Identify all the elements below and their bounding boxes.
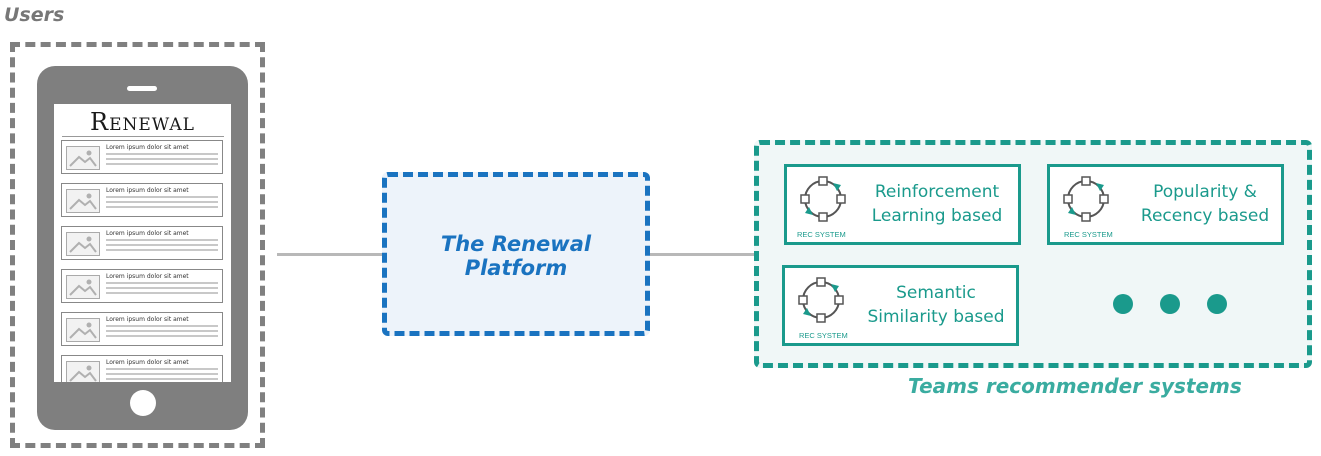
users-group-title: Users xyxy=(4,4,65,26)
image-placeholder-icon xyxy=(66,189,100,213)
rec-system-label: Popularity & Recency based xyxy=(1130,180,1280,228)
article-title: Lorem ipsum dolor sit amet xyxy=(106,359,189,366)
text-line xyxy=(106,325,218,327)
rec-system-label: Semantic Similarity based xyxy=(855,281,1017,329)
rec-system-caption: REC SYSTEM xyxy=(1064,230,1113,239)
platform-title-line2: Platform xyxy=(464,256,568,280)
phone-home-button xyxy=(130,390,156,416)
renewal-logo: Renewal xyxy=(54,108,231,136)
article-item[interactable]: Lorem ipsum dolor sit amet xyxy=(61,226,223,260)
image-placeholder-icon xyxy=(66,275,100,299)
ellipsis-dot xyxy=(1207,294,1227,314)
text-line xyxy=(106,292,218,294)
image-placeholder-icon xyxy=(66,146,100,170)
article-title: Lorem ipsum dolor sit amet xyxy=(106,230,189,237)
article-text-lines xyxy=(106,282,218,297)
text-line xyxy=(106,282,218,284)
article-text-lines xyxy=(106,325,218,340)
article-title: Lorem ipsum dolor sit amet xyxy=(106,187,189,194)
article-item[interactable]: Lorem ipsum dolor sit amet xyxy=(61,140,223,174)
rec-system-label-line2: Learning based xyxy=(871,206,1003,226)
article-item[interactable]: Lorem ipsum dolor sit amet xyxy=(61,355,223,382)
rec-system-card-popularity: REC SYSTEM Popularity & Recency based xyxy=(1047,164,1284,245)
rec-system-label-line1: Semantic xyxy=(896,283,976,303)
article-text-lines xyxy=(106,368,218,382)
renewal-logo-text: Renewal xyxy=(90,108,195,136)
text-line xyxy=(106,239,218,241)
renewal-platform-box xyxy=(382,172,650,336)
connector-users-platform xyxy=(277,253,383,256)
rec-system-caption: REC SYSTEM xyxy=(797,230,846,239)
rec-system-card-reinforcement: REC SYSTEM Reinforcement Learning based xyxy=(784,164,1021,245)
rec-system-label-line2: Recency based xyxy=(1140,206,1270,226)
text-line xyxy=(106,158,218,160)
rec-system-card-semantic: REC SYSTEM Semantic Similarity based xyxy=(782,265,1019,346)
text-line xyxy=(106,201,218,203)
text-line xyxy=(106,153,218,155)
cycle-arrows-icon xyxy=(800,176,846,222)
ellipsis-dot xyxy=(1160,294,1180,314)
article-item[interactable]: Lorem ipsum dolor sit amet xyxy=(61,312,223,346)
text-line xyxy=(106,287,218,289)
image-placeholder-icon xyxy=(66,232,100,256)
text-line xyxy=(106,330,218,332)
ellipsis-dot xyxy=(1113,294,1133,314)
rec-system-label-line1: Reinforcement xyxy=(874,182,1000,202)
cycle-arrows-icon xyxy=(1063,176,1109,222)
text-line xyxy=(106,163,218,165)
logo-divider xyxy=(62,136,224,137)
text-line xyxy=(106,368,218,370)
rec-system-label-line2: Similarity based xyxy=(867,307,1005,327)
rec-system-label: Reinforcement Learning based xyxy=(859,180,1015,228)
rec-system-label-line1: Popularity & xyxy=(1153,182,1257,202)
article-title: Lorem ipsum dolor sit amet xyxy=(106,316,189,323)
image-placeholder-icon xyxy=(66,361,100,382)
article-text-lines xyxy=(106,153,218,168)
text-line xyxy=(106,196,218,198)
users-group-box xyxy=(10,42,265,448)
article-item[interactable]: Lorem ipsum dolor sit amet xyxy=(61,269,223,303)
article-text-lines xyxy=(106,196,218,211)
connector-platform-teams xyxy=(650,253,755,256)
article-text-lines xyxy=(106,239,218,254)
article-title: Lorem ipsum dolor sit amet xyxy=(106,144,189,151)
article-item[interactable]: Lorem ipsum dolor sit amet xyxy=(61,183,223,217)
image-placeholder-icon xyxy=(66,318,100,342)
phone-speaker xyxy=(127,86,157,91)
text-line xyxy=(106,206,218,208)
platform-title-line1: The Renewal xyxy=(440,232,592,256)
text-line xyxy=(106,373,218,375)
rec-system-caption: REC SYSTEM xyxy=(799,331,848,340)
teams-group-title: Teams recommender systems xyxy=(908,374,1242,398)
text-line xyxy=(106,335,218,337)
text-line xyxy=(106,249,218,251)
renewal-platform-title: The Renewal Platform xyxy=(382,232,650,280)
text-line xyxy=(106,244,218,246)
text-line xyxy=(106,378,218,380)
ellipsis-dots-icon xyxy=(1113,294,1227,314)
cycle-arrows-icon xyxy=(798,277,844,323)
article-title: Lorem ipsum dolor sit amet xyxy=(106,273,189,280)
